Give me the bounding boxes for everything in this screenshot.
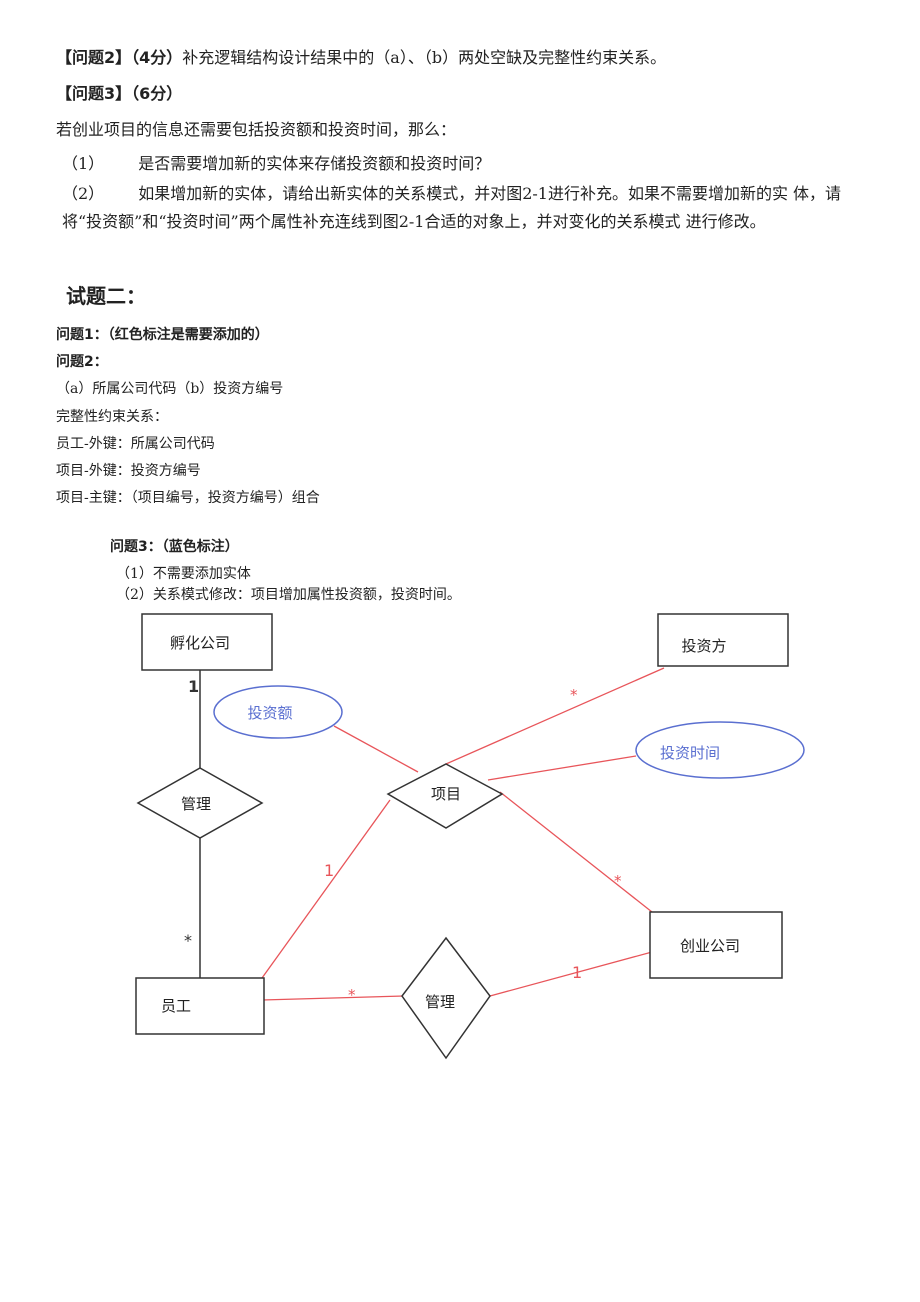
answer-q3-1: （1）不需要添加实体 [116, 566, 251, 582]
answer-q3-2: （2）关系模式修改：项目增加属性投资额，投资时间。 [116, 587, 461, 603]
line-manage2-startup [489, 951, 653, 997]
answer-constraint-1: 员工-外键：所属公司代码 [56, 436, 215, 452]
question3-item1: （1） 是否需要增加新的实体来存储投资额和投资时间？ [62, 150, 490, 174]
answer-constraint-title: 完整性约束关系： [56, 409, 168, 425]
card-startup-project: * [614, 872, 622, 890]
question2-text: 补充逻辑结构设计结果中的（a）、（b）两处空缺及完整性约束关系。 [182, 48, 667, 67]
entity-investor-label: 投资方 [681, 637, 726, 655]
question3-intro: 若创业项目的信息还需要包括投资额和投资时间，那么： [56, 120, 457, 139]
question2-label: 【问题2】 [56, 48, 132, 67]
question2-line: 【问题2】（4分）补充逻辑结构设计结果中的（a）、（b）两处空缺及完整性约束关系… [56, 44, 666, 68]
answer-q1: 问题1：（红色标注是需要添加的） [56, 327, 269, 343]
card-incubator-manage: 1 [188, 677, 199, 696]
relation-manage-left [136, 767, 264, 839]
answer-q2-ab: （a）所属公司代码（b）投资方编号 [56, 381, 284, 397]
line-time-project [487, 755, 637, 781]
relation-manage-bottom-label: 管理 [425, 993, 455, 1011]
question3-line: 【问题3】（6分） [56, 80, 182, 104]
entity-incubator [141, 613, 273, 671]
line-amount-project [333, 725, 419, 773]
question3-score: （6分） [131, 84, 183, 103]
answer-constraint-2: 项目-外键：投资方编号 [56, 463, 201, 479]
entity-startup [649, 911, 783, 979]
attribute-time [635, 721, 805, 779]
line-project-investor [445, 667, 665, 765]
relation-manage-left-label: 管理 [181, 795, 211, 813]
item2-number: （2） [62, 184, 105, 203]
line-employee-project [261, 799, 391, 979]
answer-constraint-3: 项目-主键：（项目编号，投资方编号）组合 [56, 490, 320, 506]
attribute-time-label: 投资时间 [660, 744, 720, 762]
item1-number: （1） [62, 154, 105, 173]
entity-investor [657, 613, 789, 667]
card-employee-manage2: * [348, 986, 356, 1004]
card-employee-manage: * [184, 931, 192, 950]
entity-employee-label: 员工 [161, 997, 191, 1015]
relation-project [386, 763, 504, 829]
relation-manage-bottom [401, 936, 491, 1060]
card-startup-manage2: 1 [572, 963, 582, 982]
answer-q2: 问题2： [56, 354, 108, 370]
answer-q3: 问题3：（蓝色标注） [110, 539, 239, 555]
section-title: 试题二： [66, 284, 146, 308]
card-investor-project: * [570, 686, 578, 704]
line-project-startup [499, 791, 653, 913]
attribute-amount [213, 685, 343, 739]
question3-label: 【问题3】 [56, 84, 132, 103]
attribute-amount-label: 投资额 [247, 704, 292, 722]
item1-text: 是否需要增加新的实体来存储投资额和投资时间？ [138, 154, 491, 173]
question3-item2: （2）如果增加新的实体，请给出新实体的关系模式，并对图2-1进行补充。如果不需要… [62, 180, 870, 236]
question2-score: （4分） [131, 48, 183, 67]
entity-incubator-label: 孵化公司 [170, 634, 230, 652]
item2-text: 如果增加新的实体，请给出新实体的关系模式，并对图2-1进行补充。如果不需要增加新… [62, 184, 842, 231]
line-employee-manage2 [261, 995, 405, 1001]
relation-project-label: 项目 [431, 785, 461, 803]
er-diagram: 孵化公司 投资方 创业公司 员工 管理 项目 管理 投资额 投资时间 1 * *… [135, 613, 805, 1060]
entity-startup-label: 创业公司 [680, 937, 740, 955]
card-employee-project: 1 [324, 861, 334, 880]
entity-employee [135, 977, 265, 1035]
